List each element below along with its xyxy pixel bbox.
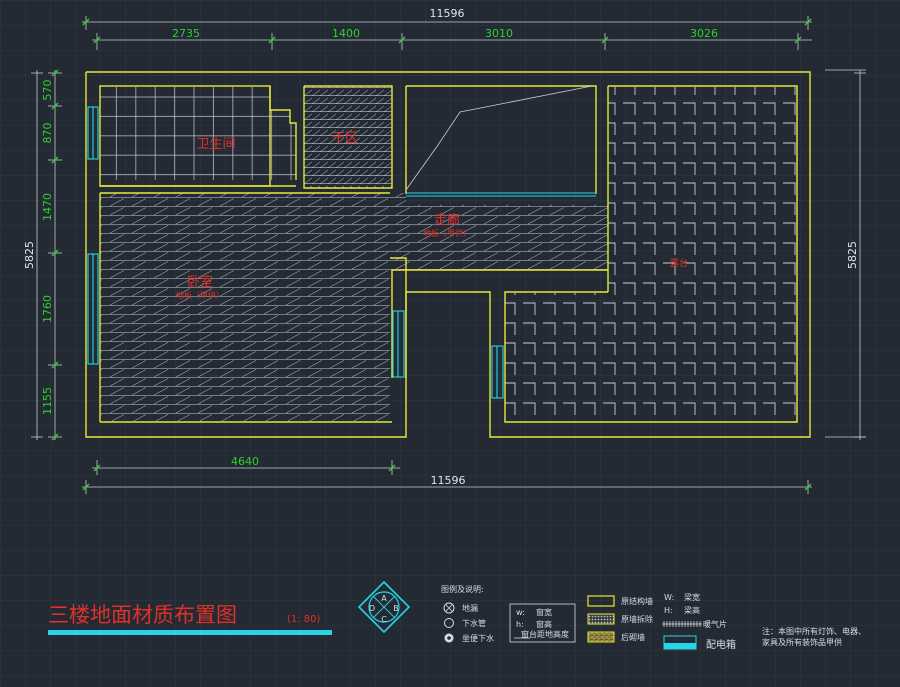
walls [85, 71, 811, 438]
compass-letter-a: A [381, 594, 387, 603]
label-terrace: 露台 [670, 257, 688, 269]
legend-wall-demolish: 原墙拆除 [621, 614, 653, 624]
label-bathroom: 卫生间 [196, 137, 235, 152]
legend-wall-new: 后砌墙 [621, 632, 645, 642]
dimension-ticks [51, 18, 812, 491]
drawing-scale: (1: 80) [287, 614, 321, 625]
window-h: h: [516, 620, 524, 629]
beam-h-label: 梁高 [684, 605, 700, 615]
dim-left-total: 5825 [23, 241, 36, 269]
compass-letter-d: D [369, 604, 375, 613]
legend-distribution-box: 配电箱 [706, 638, 736, 651]
window-spec-box [509, 603, 576, 643]
title-underline [48, 630, 332, 635]
dim-top-1: 2735 [172, 27, 200, 40]
room-corridor [390, 193, 608, 270]
window-sill-label: 窗台距地高度 [521, 629, 569, 639]
dim-left-5: 1155 [41, 387, 54, 415]
label-bedroom-material: 地板（甲供） [176, 290, 224, 300]
room-bedroom [100, 193, 390, 421]
dim-left-3: 1470 [41, 193, 54, 221]
label-bedroom: 卧室 [187, 274, 213, 290]
dim-top-2: 1400 [332, 27, 360, 40]
drain-pipe-icon [444, 618, 454, 628]
dimension-lines [31, 16, 866, 494]
legend-heading: 图例及说明: [441, 584, 484, 594]
legend-note-line-2: 家具及所有装饰品甲供 [762, 637, 842, 647]
room-terrace [505, 87, 797, 420]
wall-type-swatches [587, 595, 615, 643]
compass-letter-b: B [393, 604, 399, 613]
compass-icon [357, 580, 411, 634]
label-dry-zone: 干区 [332, 131, 358, 146]
dim-top-4: 3026 [690, 27, 718, 40]
window-w: w: [516, 608, 525, 617]
legend-toilet-drain: 坐便下水 [462, 633, 494, 643]
legend-note-line-1: 注：本图中所有灯饰、电器、 [762, 626, 866, 636]
dim-left-4: 1760 [41, 295, 54, 323]
stair-outline [405, 85, 593, 191]
label-corridor-material: 地板（甲供） [423, 228, 471, 238]
dim-left-2: 870 [41, 123, 54, 144]
beam-w: W: [664, 593, 674, 602]
dim-right-total: 5825 [846, 241, 859, 269]
legend-floor-drain: 地漏 [462, 603, 478, 613]
window-h-label: 窗高 [536, 619, 552, 629]
window-w-label: 窗宽 [536, 607, 552, 617]
beam-h: H: [664, 606, 673, 615]
legend-radiator: 暖气片 [703, 619, 727, 629]
compass-letter-c: C [381, 615, 387, 624]
radiator-icon [662, 621, 702, 627]
room-dry-zone [304, 87, 392, 188]
dim-overall-top: 11596 [430, 7, 465, 20]
windows [87, 106, 596, 399]
floor-drain-icon [443, 602, 455, 614]
dim-bottom-1: 4640 [231, 455, 259, 468]
drawing-title: 三楼地面材质布置图 [48, 603, 237, 627]
label-corridor: 走廊 [434, 212, 460, 228]
toilet-drain-icon [444, 633, 454, 643]
legend-drain-pipe: 下水管 [462, 618, 486, 628]
dim-overall-bottom: 11596 [431, 474, 466, 487]
dim-left-1: 570 [41, 80, 54, 101]
legend-wall-original: 原结构墙 [621, 596, 653, 606]
distribution-box-icon [663, 635, 697, 650]
room-bathroom [100, 87, 296, 180]
beam-w-label: 梁宽 [684, 592, 700, 602]
dim-top-3: 3010 [485, 27, 513, 40]
